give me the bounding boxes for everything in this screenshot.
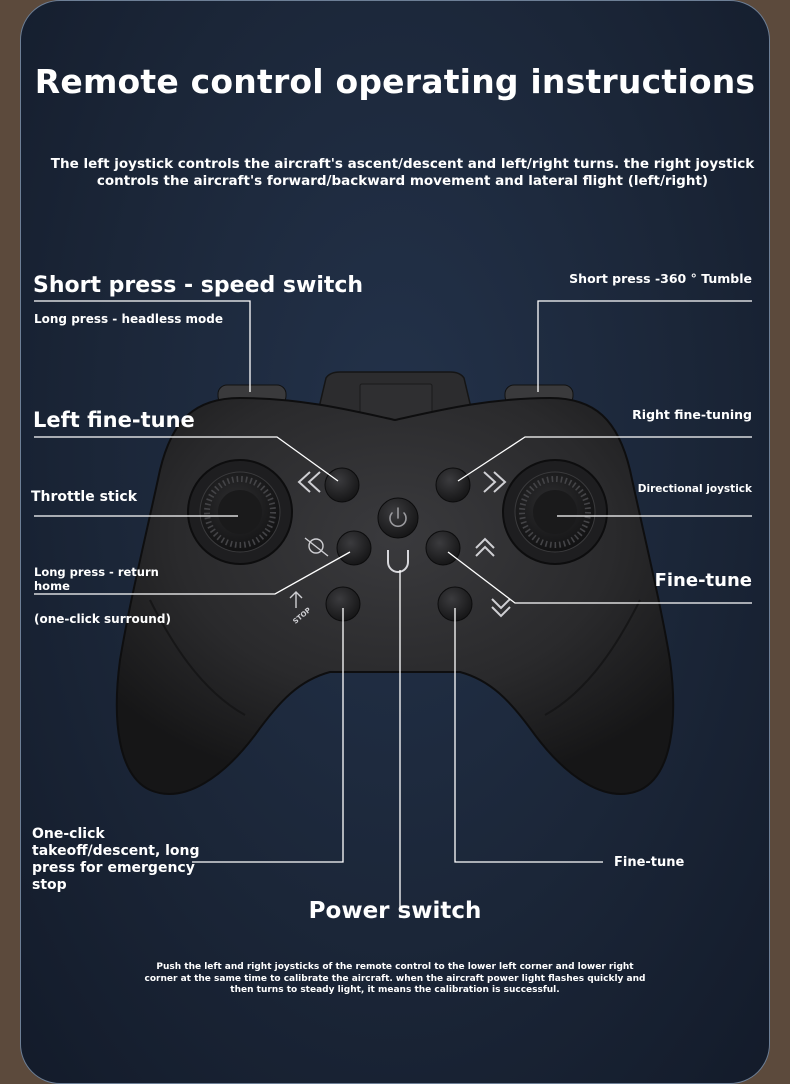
forward-fine-tune-button[interactable] xyxy=(425,530,461,566)
calibration-note: Push the left and right joysticks of the… xyxy=(144,962,646,995)
u-turn-icon xyxy=(387,550,409,573)
label-fine-tune-right: Fine-tune xyxy=(654,570,752,591)
controller-body xyxy=(115,396,675,795)
right-joystick[interactable] xyxy=(502,459,608,565)
right-fine-tune-button[interactable] xyxy=(435,467,471,503)
label-power-switch: Power switch xyxy=(308,898,482,924)
headless-mode-icon xyxy=(304,537,329,557)
double-chevron-up-icon xyxy=(475,537,495,557)
intro-text: The left joystick controls the aircraft'… xyxy=(50,156,755,189)
leader-tumble xyxy=(537,300,752,392)
left-joystick[interactable] xyxy=(187,459,293,565)
label-directional-joystick: Directional joystick xyxy=(637,483,752,495)
leader-lines xyxy=(34,300,752,912)
leader-takeoff xyxy=(192,608,344,863)
label-one-click-surround: (one-click surround) xyxy=(34,612,171,626)
leader-left-fine xyxy=(34,436,339,482)
leader-fine-tune-bottom xyxy=(454,608,603,863)
page-title: Remote control operating instructions xyxy=(34,62,756,101)
double-chevron-down-icon xyxy=(491,598,511,618)
double-chevron-right-icon xyxy=(483,471,507,493)
leader-fine-tune-right xyxy=(447,551,752,604)
label-fine-tune-bottom: Fine-tune xyxy=(614,855,685,870)
left-fine-tune-button[interactable] xyxy=(324,467,360,503)
body-seam-right xyxy=(544,599,641,716)
leader-right-fine xyxy=(457,436,752,482)
double-chevron-left-icon xyxy=(297,471,321,493)
body-seam-left xyxy=(149,599,246,716)
return-home-button[interactable] xyxy=(336,530,372,566)
leader-return-home xyxy=(34,551,351,595)
label-takeoff-descent: One-click takeoff/descent, long press fo… xyxy=(32,826,200,893)
label-tumble: Short press -360 ° Tumble xyxy=(569,271,752,286)
label-left-fine-tune: Left fine-tune xyxy=(33,408,195,432)
leader-speed xyxy=(34,300,251,392)
label-headless-mode: Long press - headless mode xyxy=(34,312,224,326)
label-right-fine-tuning: Right fine-tuning xyxy=(632,407,752,422)
label-return-home: Long press - return home xyxy=(34,565,159,593)
power-icon xyxy=(389,507,407,528)
label-throttle-stick: Throttle stick xyxy=(31,489,138,505)
label-speed-switch: Short press - speed switch xyxy=(33,273,364,298)
